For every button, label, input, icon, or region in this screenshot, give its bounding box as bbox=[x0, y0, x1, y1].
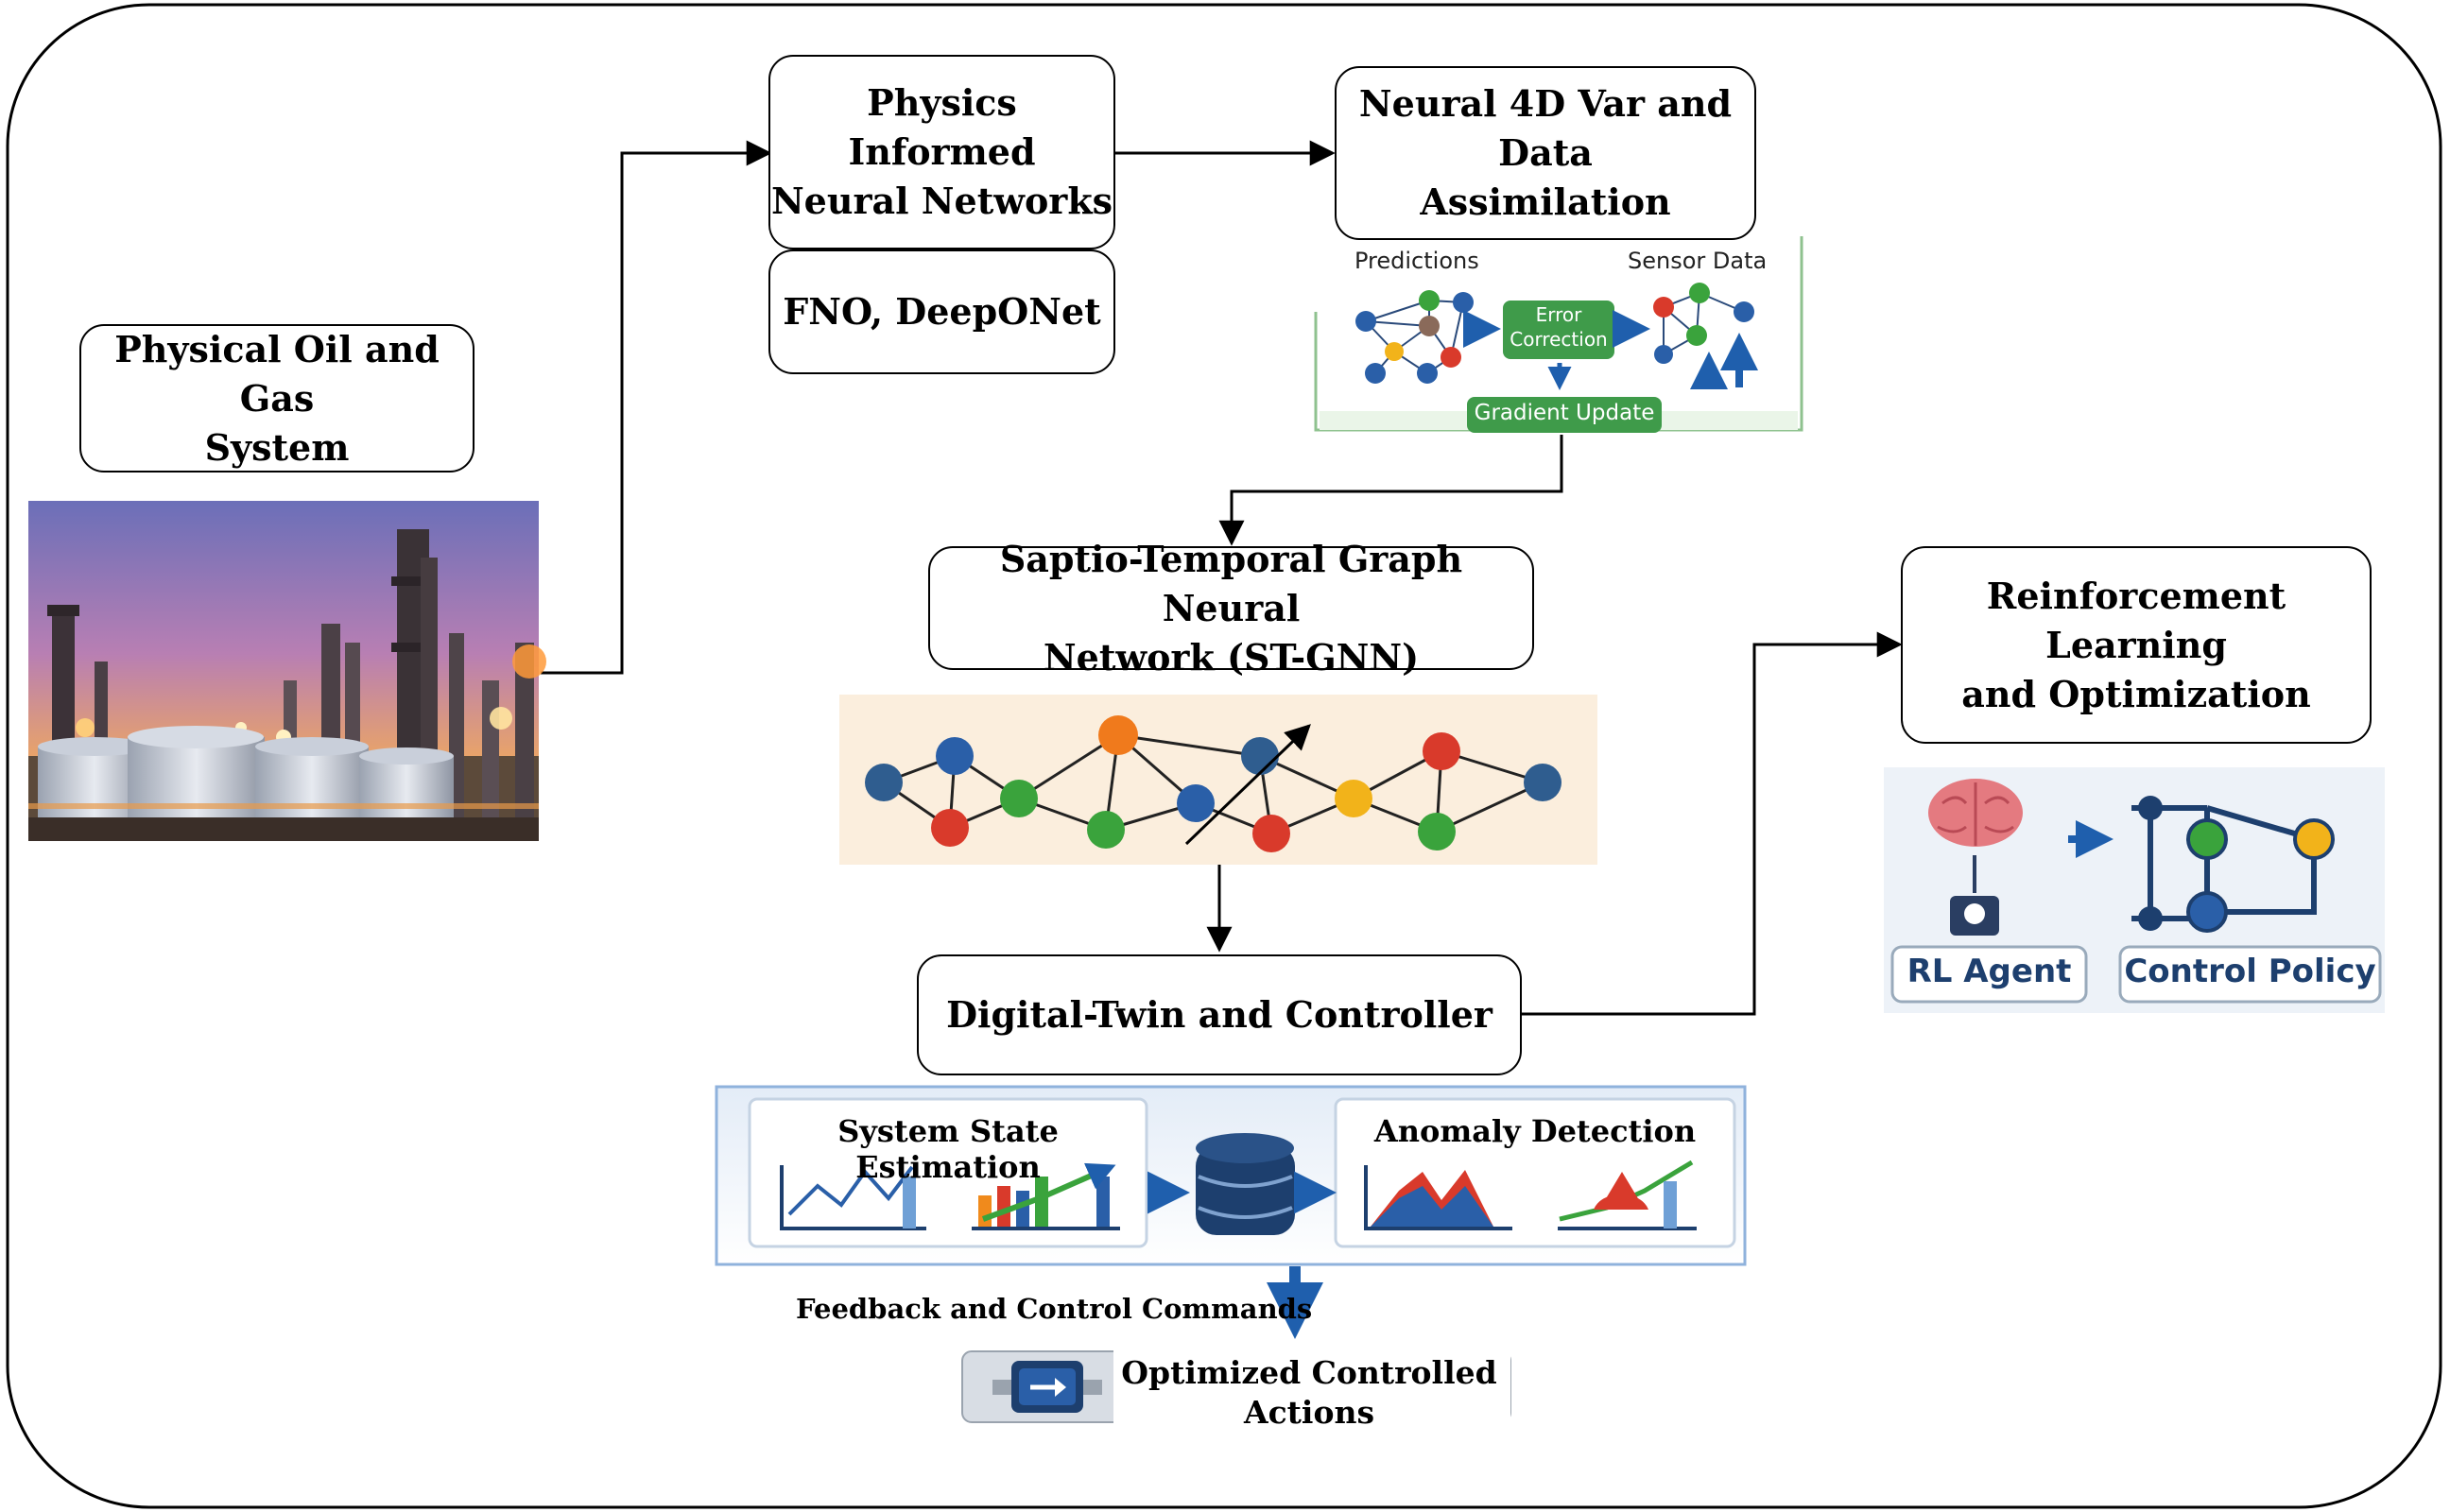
connector-4dvar-to-stgnn bbox=[1218, 435, 1563, 546]
stgnn-line2: Network (ST-GNN) bbox=[1043, 635, 1420, 679]
error-correction-block bbox=[1503, 301, 1614, 359]
connector-dt-to-rl bbox=[1522, 631, 1903, 1016]
error-label: Error bbox=[1535, 303, 1582, 326]
predictions-label: Predictions bbox=[1354, 248, 1479, 274]
fno-box: FNO, DeepONet bbox=[768, 249, 1115, 374]
gradient-update-block bbox=[1467, 397, 1662, 433]
control-policy-label: Control Policy bbox=[2124, 953, 2376, 990]
digital-twin-label: Digital-Twin and Controller bbox=[946, 993, 1492, 1036]
4dvar-box: Neural 4D Var and Data Assimilation bbox=[1335, 66, 1756, 240]
fno-label: FNO, DeepONet bbox=[783, 290, 1101, 333]
brain-icon bbox=[1928, 779, 2023, 847]
gradient-update-label: Gradient Update bbox=[1474, 401, 1655, 425]
physical-system-box: Physical Oil and Gas System bbox=[79, 324, 474, 472]
state-line-chart-icon bbox=[780, 1165, 926, 1230]
anomaly-alert-chart-icon bbox=[1558, 1160, 1697, 1230]
stgnn-graph-panel bbox=[839, 695, 1597, 865]
correction-label: Correction bbox=[1510, 328, 1608, 351]
4dvar-line1: Neural 4D Var and Data bbox=[1358, 82, 1733, 174]
state-bar-chart-icon bbox=[972, 1162, 1120, 1230]
optimized-line2: Actions bbox=[1243, 1394, 1375, 1431]
rl-box: Reinforcement Learning and Optimization bbox=[1901, 546, 2372, 744]
sensor-data-label: Sensor Data bbox=[1628, 248, 1768, 274]
feedback-label: Feedback and Control Commands bbox=[796, 1293, 1313, 1325]
digital-twin-box: Digital-Twin and Controller bbox=[917, 954, 1522, 1075]
anomaly-peak-chart-icon bbox=[1364, 1165, 1512, 1230]
transfer-icon bbox=[992, 1361, 1102, 1413]
refinery-photo bbox=[28, 501, 546, 841]
physical-system-line1: Physical Oil and Gas bbox=[114, 327, 440, 420]
optimized-line1: Optimized Controlled bbox=[1121, 1354, 1497, 1391]
optimized-actions-label: Optimized Controlled Actions bbox=[1115, 1353, 1503, 1433]
system-state-label: System State Estimation bbox=[837, 1113, 1059, 1185]
rl-line2: and Optimization bbox=[1961, 672, 2311, 715]
rl-panel bbox=[1884, 767, 2385, 1013]
rl-agent-label: RL Agent bbox=[1907, 953, 2072, 990]
database-icon bbox=[1196, 1133, 1295, 1235]
stgnn-line1: Saptio-Temporal Graph Neural bbox=[999, 537, 1463, 629]
stgnn-box: Saptio-Temporal Graph Neural Network (ST… bbox=[928, 538, 1534, 679]
rl-line1: Reinforcement Learning bbox=[1986, 574, 2286, 666]
outer-frame bbox=[6, 3, 2442, 1509]
error-correction-label: Error Correction bbox=[1503, 302, 1614, 352]
pinn-line1: Physics Informed bbox=[848, 81, 1036, 173]
pinn-line2: Neural Networks bbox=[770, 180, 1113, 222]
anomaly-detection-label: Anomaly Detection bbox=[1373, 1113, 1697, 1149]
controller-panel bbox=[715, 1085, 1747, 1430]
assimilation-panel bbox=[1314, 236, 1803, 433]
4dvar-line2: Assimilation bbox=[1420, 180, 1671, 223]
connector-physical-to-pinn bbox=[541, 140, 772, 675]
physical-system-line2: System bbox=[204, 425, 350, 469]
pinn-box: Physics Informed Neural Networks bbox=[768, 55, 1115, 249]
